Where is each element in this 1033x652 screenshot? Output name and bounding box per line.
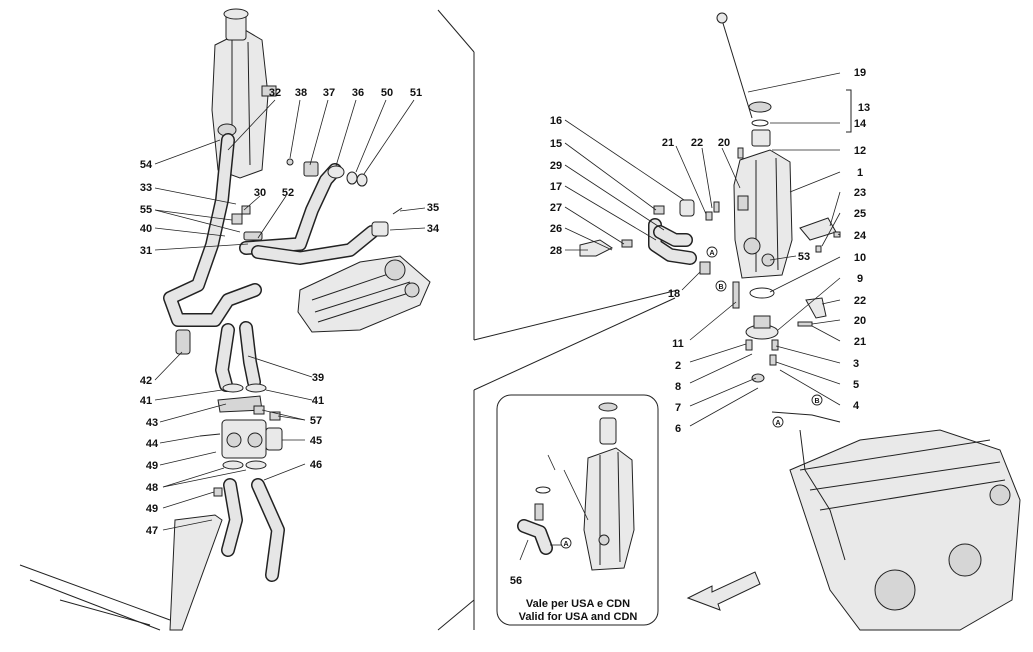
callout-44: 44 [146,438,159,450]
callout-14: 14 [854,118,867,130]
svg-text:A: A [775,420,780,427]
leader-lines [154,72,841,531]
callout-47: 47 [146,525,158,537]
bracket-13 [846,89,852,133]
callout-22-right: 22 [854,295,866,307]
callout-41-left: 41 [140,395,152,407]
callout-24: 24 [854,230,867,242]
callout-40: 40 [140,223,152,235]
callout-23: 23 [854,187,866,199]
callout-1: 1 [857,167,863,179]
callout-38: 38 [295,87,307,99]
callout-57: 57 [310,415,322,427]
left-engine-block [297,255,431,333]
marker-a-inset: A [560,537,572,549]
callout-17: 17 [550,181,562,193]
callout-50: 50 [381,87,393,99]
svg-text:B: B [718,284,723,291]
callout-13: 13 [858,102,870,114]
callout-20-right: 20 [854,315,866,327]
callout-10: 10 [854,252,866,264]
callout-41-right: 41 [312,395,324,407]
marker-a-2: A [772,416,784,428]
callout-7: 7 [675,402,681,414]
callout-18: 18 [668,288,680,300]
svg-text:B: B [814,398,819,405]
callout-36: 36 [352,87,364,99]
right-engine-block [771,411,1021,631]
callout-55: 55 [140,204,152,216]
callout-26: 26 [550,223,562,235]
callout-32: 32 [269,87,281,99]
callout-27: 27 [550,202,562,214]
marker-b-1: B [715,280,727,292]
callout-34: 34 [427,223,440,235]
callout-35: 35 [427,202,439,214]
callout-30: 30 [254,187,266,199]
callout-2: 2 [675,360,681,372]
callout-4: 4 [853,400,860,412]
callout-11: 11 [672,338,684,350]
panel-dividers [437,9,679,631]
callout-29: 29 [550,160,562,172]
callout-21-top: 21 [662,137,674,149]
inset-caption-italian: Vale per USA e CDN [526,598,630,610]
callout-45: 45 [310,435,322,447]
callout-49-top: 49 [146,460,158,472]
callout-51: 51 [410,87,422,99]
callout-20-top: 20 [718,137,730,149]
callout-42: 42 [140,375,152,387]
callout-15: 15 [550,138,562,150]
callout-48: 48 [146,482,158,494]
callout-56: 56 [510,575,522,587]
callout-37: 37 [323,87,335,99]
callout-54: 54 [140,159,153,171]
callout-28: 28 [550,245,562,257]
right-oil-tank [579,12,841,383]
callout-43: 43 [146,417,158,429]
callout-39: 39 [312,372,324,384]
callout-9: 9 [857,273,863,285]
callout-33: 33 [140,182,152,194]
callout-25: 25 [854,208,866,220]
callout-5: 5 [853,379,859,391]
marker-b-2: B [811,394,823,406]
callout-12: 12 [854,145,866,157]
callout-21-right: 21 [854,336,866,348]
svg-text:A: A [709,250,714,257]
inset-usa-cdn: Vale per USA e CDN Valid for USA and CDN [496,394,659,626]
callout-19: 19 [854,67,866,79]
svg-text:A: A [563,541,568,548]
callout-22-top: 22 [691,137,703,149]
callout-8: 8 [675,381,681,393]
callout-3: 3 [853,358,859,370]
callout-49-bottom: 49 [146,503,158,515]
callout-16: 16 [550,115,562,127]
callout-53: 53 [798,251,810,263]
callout-numbers: 32 38 37 36 50 51 54 33 55 40 31 30 52 3… [140,67,870,587]
callout-52: 52 [282,187,294,199]
marker-a-1: A [706,246,718,258]
inset-caption-english: Valid for USA and CDN [519,611,638,623]
callout-6: 6 [675,423,681,435]
callout-46: 46 [310,459,322,471]
direction-arrow-icon [686,571,761,611]
left-hose-assembly [19,133,403,631]
callout-31: 31 [140,245,152,257]
